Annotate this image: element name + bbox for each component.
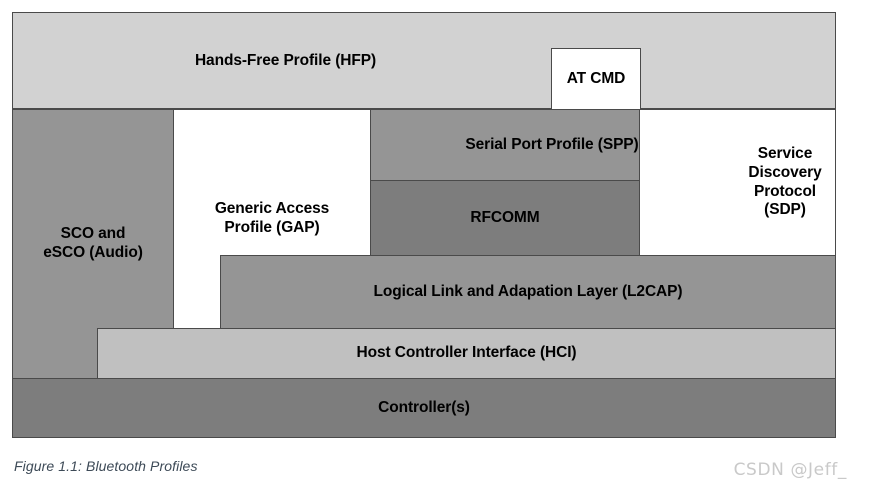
bluetooth-profile-stack-diagram: Hands-Free Profile (HFP) AT CMD SCO and … (12, 12, 836, 438)
block-controllers: Controller(s) (12, 378, 836, 438)
block-service-discovery-protocol: Service Discovery Protocol (SDP) (639, 109, 836, 256)
block-rfcomm: RFCOMM (370, 180, 640, 256)
block-at-cmd: AT CMD (551, 48, 641, 110)
figure-caption: Figure 1.1: Bluetooth Profiles (14, 458, 198, 474)
block-sco-esco-audio: SCO and eSCO (Audio) (12, 109, 174, 379)
csdn-watermark: CSDN @Jeff_ (733, 460, 847, 480)
block-label-hfp: Hands-Free Profile (HFP) (194, 52, 377, 70)
block-l2cap: Logical Link and Adapation Layer (L2CAP) (220, 255, 836, 329)
block-hands-free-profile: Hands-Free Profile (HFP) (12, 12, 836, 109)
block-host-controller-interface: Host Controller Interface (HCI) (97, 328, 836, 379)
